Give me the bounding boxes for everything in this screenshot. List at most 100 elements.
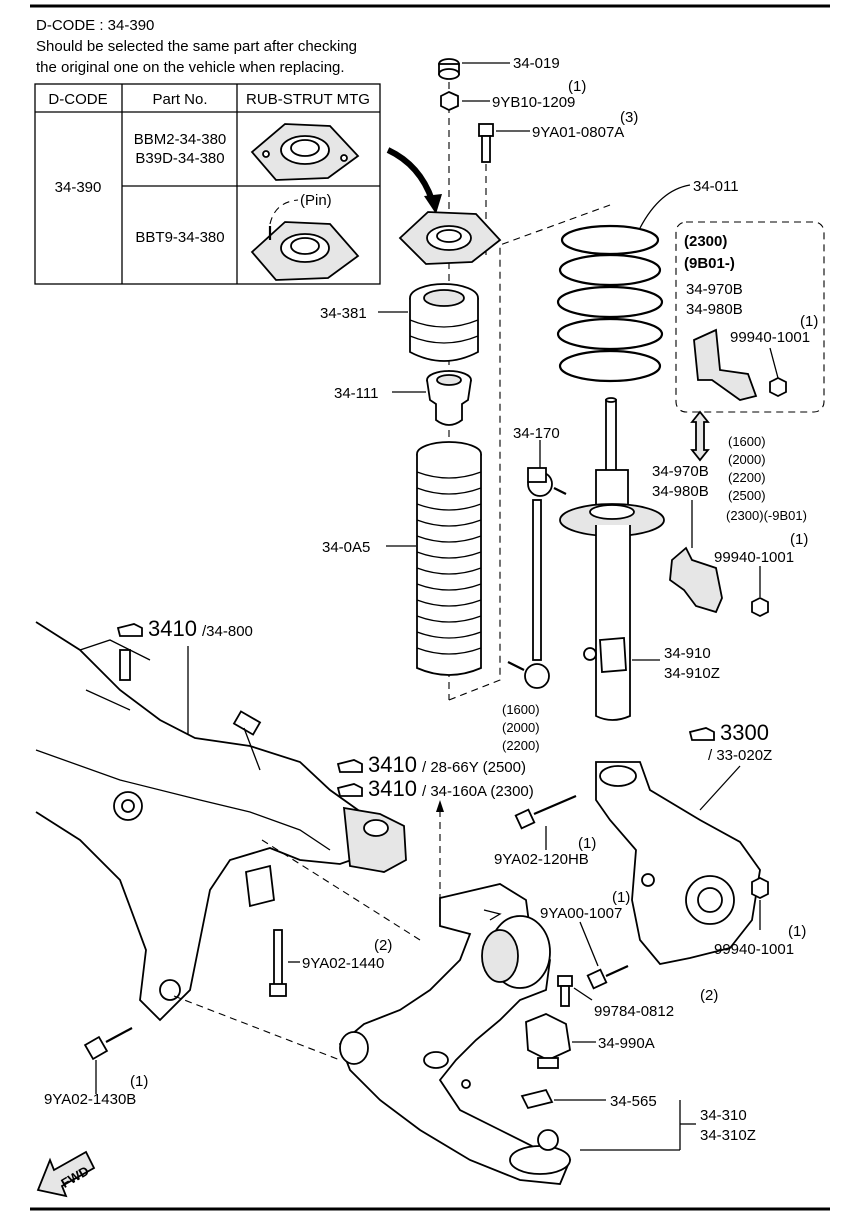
note-line-1: Should be selected the same part after c… — [36, 38, 357, 55]
strut-34-910 — [559, 397, 665, 721]
svg-text:3410: 3410 — [368, 776, 417, 801]
strut-mount-image-1 — [250, 123, 360, 181]
bearing-34-381 — [409, 283, 479, 362]
cell-part-bbt9: BBT9-34-380 — [135, 229, 224, 246]
bump-stop-34-111 — [426, 370, 472, 426]
qty-99784-0812: (2) — [700, 987, 718, 1004]
svg-text:3410: 3410 — [368, 752, 417, 777]
inset-qty: (1) — [800, 313, 818, 330]
ball-joint-34-990a — [525, 1013, 571, 1069]
qty-9ya02-120hb: (1) — [578, 835, 596, 852]
steering-knuckle — [595, 761, 761, 965]
pointing-hand-icon — [116, 623, 143, 637]
label-34-170: 34-170 — [513, 425, 560, 442]
table-arrow — [386, 147, 435, 202]
label-34-310z: 34-310Z — [700, 1127, 756, 1144]
inset-bolt-99940-1001: 99940-1001 — [730, 329, 810, 346]
label-34-565: 34-565 — [610, 1093, 657, 1110]
cell-part-b39d: B39D-34-380 — [135, 150, 224, 167]
code-2000: (2000) — [728, 452, 766, 467]
ref-3410-34-160a: 3410 / 34-160A (2300) — [336, 776, 534, 801]
bolt-99784-0812 — [557, 975, 573, 1007]
qty-9yb10: (1) — [568, 78, 586, 95]
col-header-dcode: D-CODE — [48, 91, 107, 108]
dcode-table: D-CODE Part No. RUB-STRUT MTG 34-390 BBM… — [34, 83, 381, 285]
bolt-9ya02-1430b — [83, 1027, 133, 1061]
svg-text:/34-800: /34-800 — [202, 623, 253, 640]
bolt-9ya01 — [478, 123, 494, 163]
qty-9ya02-1440: (2) — [374, 937, 392, 954]
bolt-9ya02-1440 — [269, 929, 287, 997]
pin-label: (Pin) — [300, 192, 332, 209]
label-9ya02-1440: 9YA02-1440 — [302, 955, 384, 972]
bracket-34-970b — [669, 500, 769, 618]
label-99940-1001-a: 99940-1001 — [714, 549, 794, 566]
inset-box: (2300) (9B01-) 34-970B 34-980B (1) 99940… — [675, 221, 825, 413]
washer-34-565 — [520, 1088, 554, 1110]
label-34-0a5: 34-0A5 — [322, 539, 370, 556]
inset-part-34-970b: 34-970B — [686, 281, 743, 298]
cell-part-bbm2: BBM2-34-380 — [134, 131, 227, 148]
label-9ya02-1430b: 9YA02-1430B — [44, 1091, 136, 1108]
col-header-rubstrut: RUB-STRUT MTG — [246, 91, 370, 108]
qty-99940-b: (1) — [788, 923, 806, 940]
pointing-hand-icon — [336, 783, 363, 797]
link-code-2000: (2000) — [502, 720, 540, 735]
qty-9ya01: (3) — [620, 109, 638, 126]
cell-dcode: 34-390 — [55, 179, 102, 196]
nut-9yb10 — [440, 91, 459, 111]
label-34-910: 34-910 — [664, 645, 711, 662]
dust-boot-34-0a5 — [416, 441, 482, 676]
note-line-2: the original one on the vehicle when rep… — [36, 59, 345, 76]
link-code-1600: (1600) — [502, 702, 540, 717]
label-9ya01-0807a: 9YA01-0807A — [532, 124, 624, 141]
label-34-310: 34-310 — [700, 1107, 747, 1124]
inset-title-2300: (2300) — [684, 233, 727, 250]
code-2200: (2200) — [728, 470, 766, 485]
label-34-910z: 34-910Z — [664, 665, 720, 682]
strut-mount — [398, 211, 502, 265]
svg-text:/ 34-160A (2300): / 34-160A (2300) — [422, 783, 534, 800]
stabilizer-link-34-170 — [507, 467, 567, 689]
label-9yb10-1209: 9YB10-1209 — [492, 94, 575, 111]
code-2300-9b01: (2300)(-9B01) — [726, 508, 807, 523]
label-34-970b: 34-970B — [652, 463, 709, 480]
label-99784-0812: 99784-0812 — [594, 1003, 674, 1020]
code-2500: (2500) — [728, 488, 766, 503]
bolt-9ya02-120hb — [514, 794, 577, 830]
qty-9ya02-1430b: (1) — [130, 1073, 148, 1090]
pointing-hand-icon — [688, 727, 715, 741]
inset-part-34-980b: 34-980B — [686, 301, 743, 318]
label-99940-1001-b: 99940-1001 — [714, 941, 794, 958]
subframe — [35, 621, 421, 1061]
pointing-hand-icon — [336, 759, 363, 773]
lower-arm-34-310 — [338, 883, 572, 1185]
qty-9ya00-1007: (1) — [612, 889, 630, 906]
inset-title-9b01: (9B01-) — [684, 255, 735, 272]
strut-mount-image-2 — [250, 199, 360, 281]
svg-text:/ 28-66Y (2500): / 28-66Y (2500) — [422, 759, 526, 776]
ref-3410-28-66y: 3410 / 28-66Y (2500) — [336, 752, 526, 777]
svg-text:3300: 3300 — [720, 720, 769, 745]
nut-99940-1001-b — [751, 876, 769, 900]
col-header-partno: Part No. — [152, 91, 207, 108]
label-9ya02-120hb: 9YA02-120HB — [494, 851, 589, 868]
label-34-381: 34-381 — [320, 305, 367, 322]
svg-text:3410: 3410 — [148, 616, 197, 641]
link-code-2200: (2200) — [502, 738, 540, 753]
label-34-019: 34-019 — [513, 55, 560, 72]
svg-text:/ 33-020Z: / 33-020Z — [708, 747, 772, 764]
label-9ya00-1007: 9YA00-1007 — [540, 905, 622, 922]
coil-spring-34-011 — [556, 224, 664, 383]
dcode-line: D-CODE : 34-390 — [36, 17, 154, 34]
label-34-011: 34-011 — [693, 178, 739, 195]
label-34-980b: 34-980B — [652, 483, 709, 500]
double-arrow-icon — [690, 410, 710, 462]
bolt-9ya00-1007 — [586, 964, 629, 990]
label-34-990a: 34-990A — [598, 1035, 655, 1052]
code-1600: (1600) — [728, 434, 766, 449]
fwd-arrow-icon: FWD — [36, 1150, 96, 1198]
label-34-111: 34-111 — [334, 385, 378, 402]
cap-34-019 — [438, 58, 460, 80]
